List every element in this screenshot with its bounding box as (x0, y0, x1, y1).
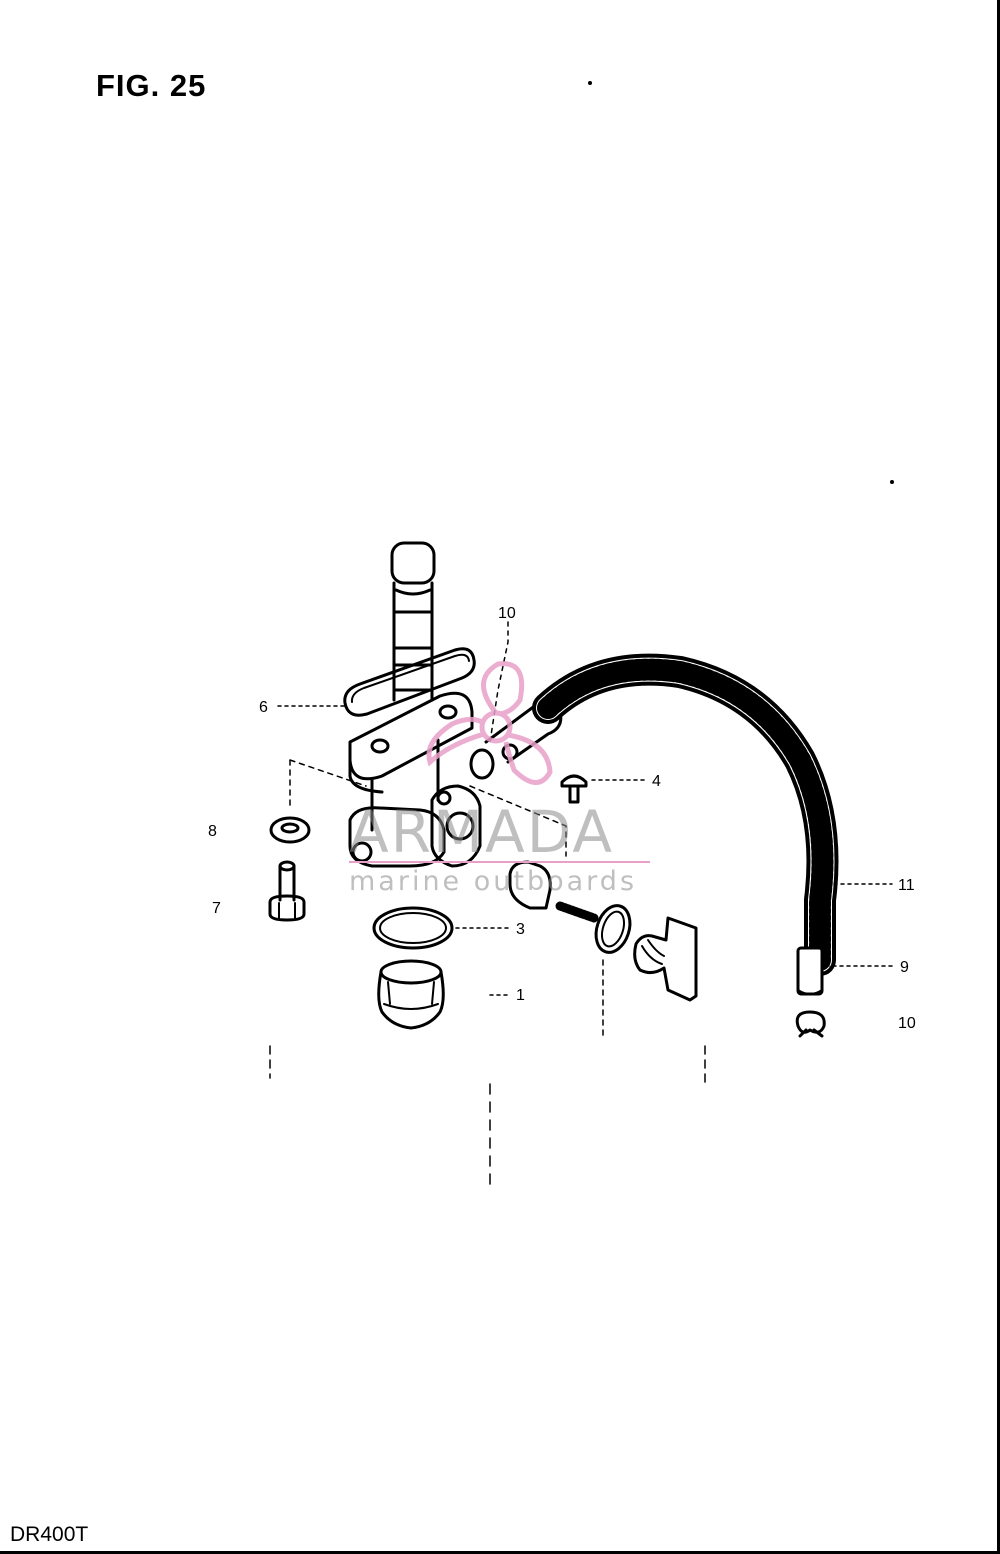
fuel-lever (633, 916, 698, 1002)
figure-title: FIG. 25 (96, 68, 207, 103)
callout-6: 6 (259, 699, 268, 716)
callout-4: 4 (652, 773, 661, 790)
fuel-hose (532, 653, 839, 996)
callout-11: 11 (898, 877, 915, 894)
fuel-tap-body (348, 691, 563, 868)
callout-8: 8 (208, 823, 217, 840)
mounting-gasket-inner (350, 653, 470, 703)
sediment-bowl (377, 959, 445, 1030)
leader-valve (469, 785, 567, 857)
bolt-7 (268, 860, 306, 922)
watermark: ARMADA marine outboards (349, 661, 650, 897)
model-label: DR400T (10, 1523, 89, 1546)
washer-8 (269, 816, 311, 844)
callout-9: 9 (900, 959, 909, 976)
lever-gasket (594, 904, 632, 954)
callout-10-right: 10 (898, 1015, 916, 1032)
watermark-tagline: marine outboards (349, 866, 637, 897)
callout-1: 1 (516, 987, 525, 1004)
leader-lines (269, 621, 893, 1191)
fuel-pickup-tube (390, 541, 436, 702)
propeller-logo (426, 661, 553, 785)
callout-7: 7 (212, 900, 221, 917)
print-dot (890, 480, 894, 484)
valve-spring (555, 901, 599, 923)
leader-c8 (289, 759, 367, 811)
callout-10-top: 10 (498, 605, 516, 622)
valve-cock (508, 860, 552, 910)
print-dot (588, 81, 592, 85)
callout-3: 3 (516, 921, 525, 938)
hose-clamp (795, 1010, 826, 1038)
mounting-gasket (343, 647, 476, 717)
outlet-o-ring (469, 748, 495, 780)
bowl-o-ring (372, 906, 454, 950)
screw-4 (560, 774, 588, 804)
leader-c10-top (489, 621, 509, 743)
watermark-name: ARMADA (349, 798, 614, 866)
